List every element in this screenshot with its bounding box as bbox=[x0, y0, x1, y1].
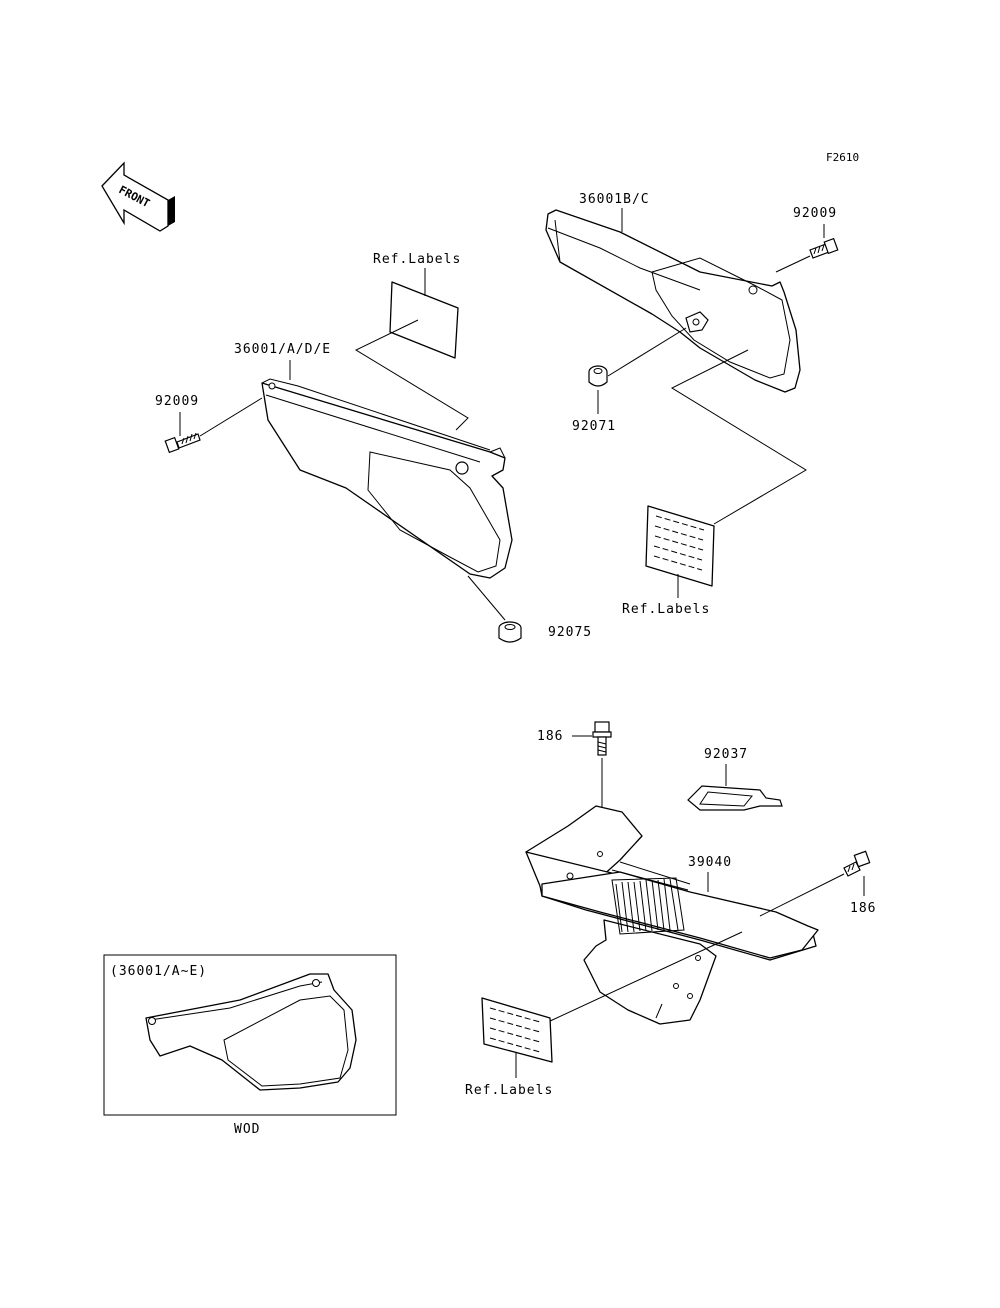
guard-part-number: 39040 bbox=[688, 855, 732, 870]
clip-part-number: 92037 bbox=[704, 747, 748, 762]
grommet-right-part-number: 92071 bbox=[572, 419, 616, 434]
side-cover-right bbox=[545, 209, 801, 393]
bolt-186-top-part-number: 186 bbox=[537, 729, 563, 744]
cover-left-part-number: 36001/A/D/E bbox=[234, 342, 331, 357]
leader-bolt-right-to-cover bbox=[775, 255, 811, 273]
chain-guard bbox=[525, 805, 819, 1025]
bolt-186-right-icon bbox=[843, 850, 871, 877]
leader-grommet-right-to-cover bbox=[607, 327, 687, 377]
ref-label-sheet-bottom bbox=[481, 997, 553, 1063]
figure-code: F2610 bbox=[826, 151, 859, 164]
leader-ref-bottom-to-guard bbox=[547, 931, 743, 1023]
bolt-186-right-part-number: 186 bbox=[850, 901, 876, 916]
front-arrow-icon: FRONT bbox=[101, 161, 175, 232]
clip-icon bbox=[687, 785, 783, 811]
inset-footer: WOD bbox=[234, 1122, 260, 1137]
leader-ref-top-to-cover bbox=[354, 319, 469, 431]
side-cover-left bbox=[261, 378, 513, 579]
bolt-left-part-number: 92009 bbox=[155, 394, 199, 409]
bolt-right-part-number: 92009 bbox=[793, 206, 837, 221]
ref-labels-mid-label: Ref.Labels bbox=[622, 602, 710, 617]
grommet-right-icon bbox=[588, 365, 608, 387]
leader-grommet-left bbox=[467, 575, 506, 621]
inset-side-cover bbox=[145, 973, 357, 1091]
leader-bolt-186-right-to-guard bbox=[759, 873, 845, 917]
ref-labels-bottom-label: Ref.Labels bbox=[465, 1083, 553, 1098]
cover-right-part-number: 36001B/C bbox=[579, 192, 650, 207]
ref-label-sheet-top bbox=[389, 281, 459, 359]
grommet-left-part-number: 92075 bbox=[548, 625, 592, 640]
ref-label-sheet-mid bbox=[645, 505, 715, 587]
leader-bolt-left-to-cover bbox=[199, 397, 263, 437]
ref-labels-top-label: Ref.Labels bbox=[373, 252, 461, 267]
leader-ref-mid bbox=[670, 349, 807, 525]
bolt-right-icon bbox=[809, 237, 839, 259]
grommet-left-icon bbox=[498, 621, 522, 643]
bolt-left-icon bbox=[164, 432, 201, 454]
bolt-186-top-icon bbox=[592, 721, 612, 756]
inset-caption: (36001/A~E) bbox=[110, 964, 207, 979]
